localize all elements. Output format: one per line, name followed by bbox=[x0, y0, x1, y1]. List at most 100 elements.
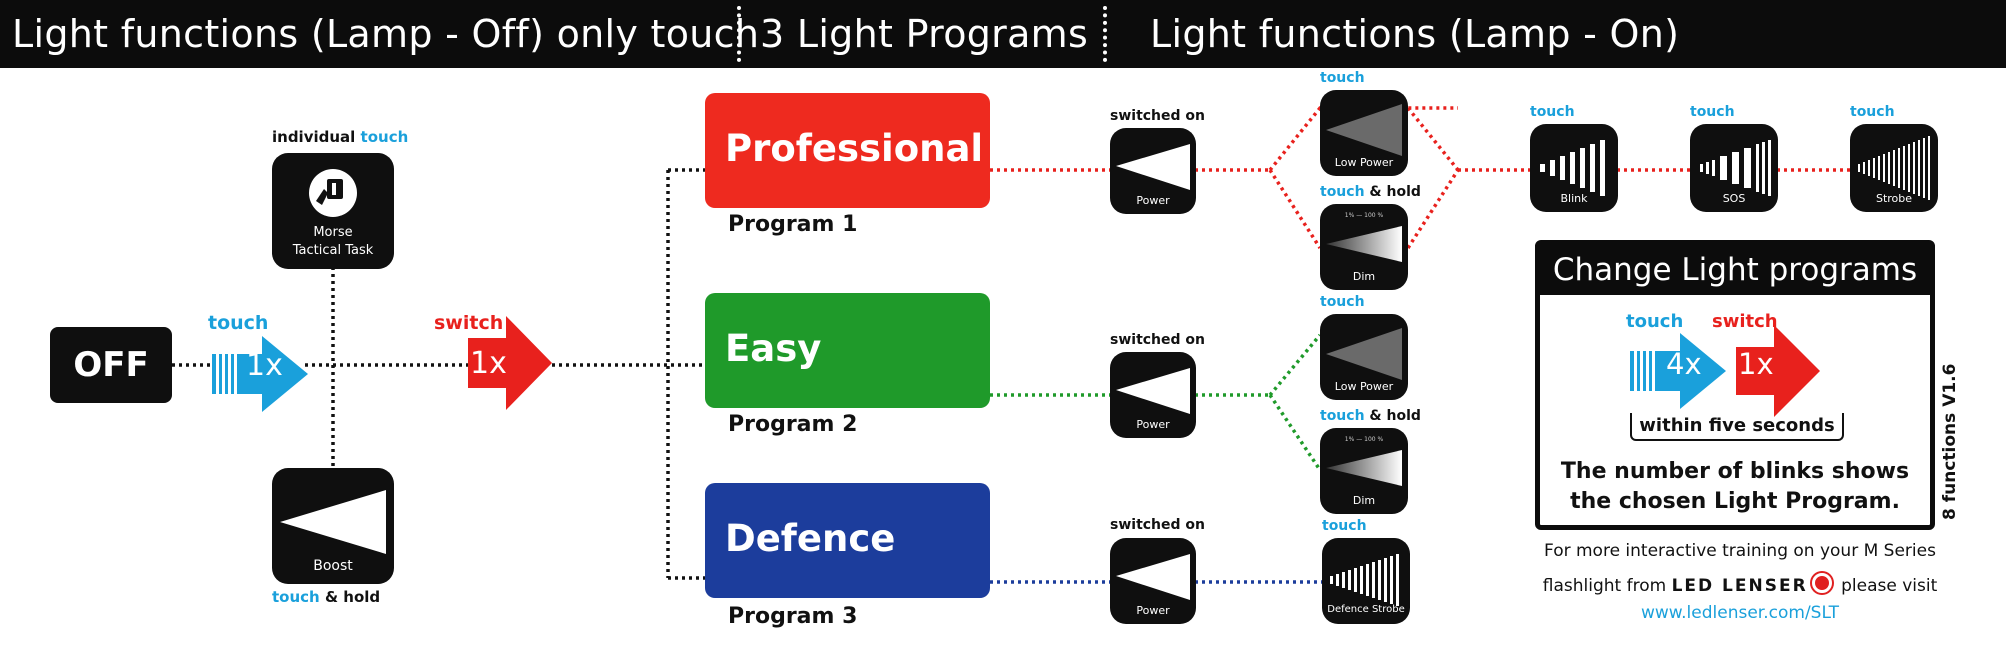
power-beam-icon bbox=[1116, 368, 1190, 414]
sos-icon bbox=[1700, 140, 1771, 196]
dim-scale-max: 100 % bbox=[1364, 436, 1384, 443]
dim-scale-max: 100 % bbox=[1364, 212, 1384, 219]
power-label: Power bbox=[1136, 194, 1170, 207]
touch-label: touch bbox=[1320, 408, 1365, 424]
sos-label: SOS bbox=[1722, 192, 1746, 205]
off-label: OFF bbox=[73, 345, 149, 385]
change-touch-label: touch bbox=[1626, 311, 1684, 332]
program-professional: Professional bbox=[705, 93, 990, 208]
low-power-tile-1: Low Power bbox=[1320, 90, 1408, 176]
touch-label-sos: touch bbox=[1690, 104, 1735, 120]
program-easy: Easy bbox=[705, 293, 990, 408]
change-programs-box: Change Light programs touch 4x switch 1x… bbox=[1535, 240, 1935, 530]
header-lamp-off-title: Light functions (Lamp - Off) only touch bbox=[12, 12, 760, 56]
dim-scale-min: 1% bbox=[1344, 212, 1357, 219]
dim-beam-icon bbox=[1326, 226, 1402, 262]
version-label-container: 8 functions V1.6 bbox=[1940, 364, 1970, 540]
dim-beam-icon bbox=[1326, 450, 1402, 486]
blink-label: Blink bbox=[1560, 192, 1588, 205]
switched-on-label-3: switched on bbox=[1110, 517, 1205, 533]
touch-label-defence: touch bbox=[1322, 518, 1367, 534]
power-label: Power bbox=[1136, 418, 1170, 431]
strobe-tile: Strobe bbox=[1850, 124, 1938, 212]
power-tile-defence: Power bbox=[1110, 538, 1196, 624]
blink-icon bbox=[1540, 140, 1605, 196]
touch-count: 1x bbox=[246, 348, 283, 383]
individual-label: individual bbox=[272, 128, 356, 146]
footer-line-2-pre: flashlight from bbox=[1542, 576, 1667, 596]
power-beam-icon bbox=[1116, 144, 1190, 190]
touch-label-strobe: touch bbox=[1850, 104, 1895, 120]
version-label: 8 functions V1.6 bbox=[1940, 363, 1960, 520]
morse-label: Morse bbox=[313, 225, 353, 240]
boost-tile: Boost bbox=[272, 468, 394, 584]
defence-strobe-label: Defence Strobe bbox=[1327, 604, 1405, 615]
within-five-seconds-label: within five seconds bbox=[1630, 413, 1844, 441]
program-2-label: Program 2 bbox=[728, 412, 858, 437]
dim-scale: 1% — 100 % bbox=[1344, 436, 1384, 443]
strobe-label: Strobe bbox=[1875, 192, 1913, 205]
morse-icon bbox=[309, 169, 357, 217]
individual-touch-caption: individual touch bbox=[272, 128, 408, 146]
low-power-label: Low Power bbox=[1334, 156, 1394, 169]
touch-label: touch bbox=[208, 312, 269, 334]
morse-tile: Morse Tactical Task bbox=[272, 153, 394, 269]
change-switch-count: 1x bbox=[1738, 347, 1774, 381]
program-defence-name: Defence bbox=[725, 517, 896, 560]
power-tile-easy: Power bbox=[1110, 352, 1196, 438]
dim-tile-1: 1% — 100 % Dim bbox=[1320, 204, 1408, 290]
switch-label: switch bbox=[434, 312, 504, 334]
low-power-label: Low Power bbox=[1334, 380, 1394, 393]
program-professional-name: Professional bbox=[725, 127, 984, 170]
low-power-tile-2: Low Power bbox=[1320, 314, 1408, 400]
dim-scale-min: 1% bbox=[1344, 436, 1357, 443]
header-divider bbox=[737, 6, 741, 62]
defence-strobe-icon bbox=[1330, 554, 1399, 606]
touch-label-blink: touch bbox=[1530, 104, 1575, 120]
switched-on-label-1: switched on bbox=[1110, 108, 1205, 124]
footer-line-2-post: please visit bbox=[1841, 576, 1938, 596]
change-switch-arrow-icon bbox=[1736, 325, 1820, 417]
header-divider bbox=[1103, 6, 1107, 62]
change-touch-count: 4x bbox=[1666, 347, 1702, 381]
boost-touch-label: touch bbox=[272, 588, 320, 606]
dim-label: Dim bbox=[1352, 494, 1376, 507]
footer-line-2: flashlight from LED LENSER please visit bbox=[1540, 573, 1940, 596]
touch-hold-caption-2: touch & hold bbox=[1320, 408, 1421, 424]
boost-beam-icon bbox=[280, 490, 386, 554]
program-3-label: Program 3 bbox=[728, 604, 858, 629]
dim-label: Dim bbox=[1352, 270, 1376, 283]
hold-label: & hold bbox=[1369, 184, 1421, 200]
hold-label: & hold bbox=[1369, 408, 1421, 424]
boost-label: Boost bbox=[313, 558, 353, 574]
header-bar: Light functions (Lamp - Off) only touch … bbox=[0, 0, 2006, 68]
footer-line-1: For more interactive training on your M … bbox=[1544, 541, 1936, 561]
program-1-label: Program 1 bbox=[728, 212, 858, 237]
blinks-line-2: the chosen Light Program. bbox=[1570, 489, 1900, 514]
boost-touch-caption: touch & hold bbox=[272, 588, 380, 606]
brand-logo-icon bbox=[1811, 573, 1832, 593]
dim-scale: 1% — 100 % bbox=[1344, 212, 1384, 219]
power-beam-icon bbox=[1116, 554, 1190, 600]
strobe-icon bbox=[1858, 136, 1930, 200]
low-power-beam-icon bbox=[1326, 328, 1402, 380]
blink-tile: Blink bbox=[1530, 124, 1618, 212]
header-programs-title: 3 Light Programs bbox=[760, 12, 1089, 56]
sos-tile: SOS bbox=[1690, 124, 1778, 212]
program-defence: Defence bbox=[705, 483, 990, 598]
touch-label-lowpower-1: touch bbox=[1320, 70, 1365, 86]
low-power-beam-icon bbox=[1326, 104, 1402, 156]
boost-hold-label: & hold bbox=[324, 588, 381, 606]
brand-logo-text: LED LENSER bbox=[1671, 576, 1808, 596]
switch-count: 1x bbox=[470, 346, 507, 381]
tactical-task-label: Tactical Task bbox=[292, 243, 374, 258]
individual-touch-label: touch bbox=[360, 128, 409, 146]
blinks-line-1: The number of blinks shows bbox=[1560, 459, 1910, 484]
program-easy-name: Easy bbox=[725, 327, 822, 370]
touch-label-lowpower-2: touch bbox=[1320, 294, 1365, 310]
header-lamp-on-title: Light functions (Lamp - On) bbox=[1150, 12, 1680, 56]
change-switch-label: switch bbox=[1712, 311, 1778, 332]
dim-tile-2: 1% — 100 % Dim bbox=[1320, 428, 1408, 514]
change-programs-title: Change Light programs bbox=[1540, 245, 1930, 295]
footer-url-link[interactable]: www.ledlenser.com/SLT bbox=[1641, 603, 1839, 623]
